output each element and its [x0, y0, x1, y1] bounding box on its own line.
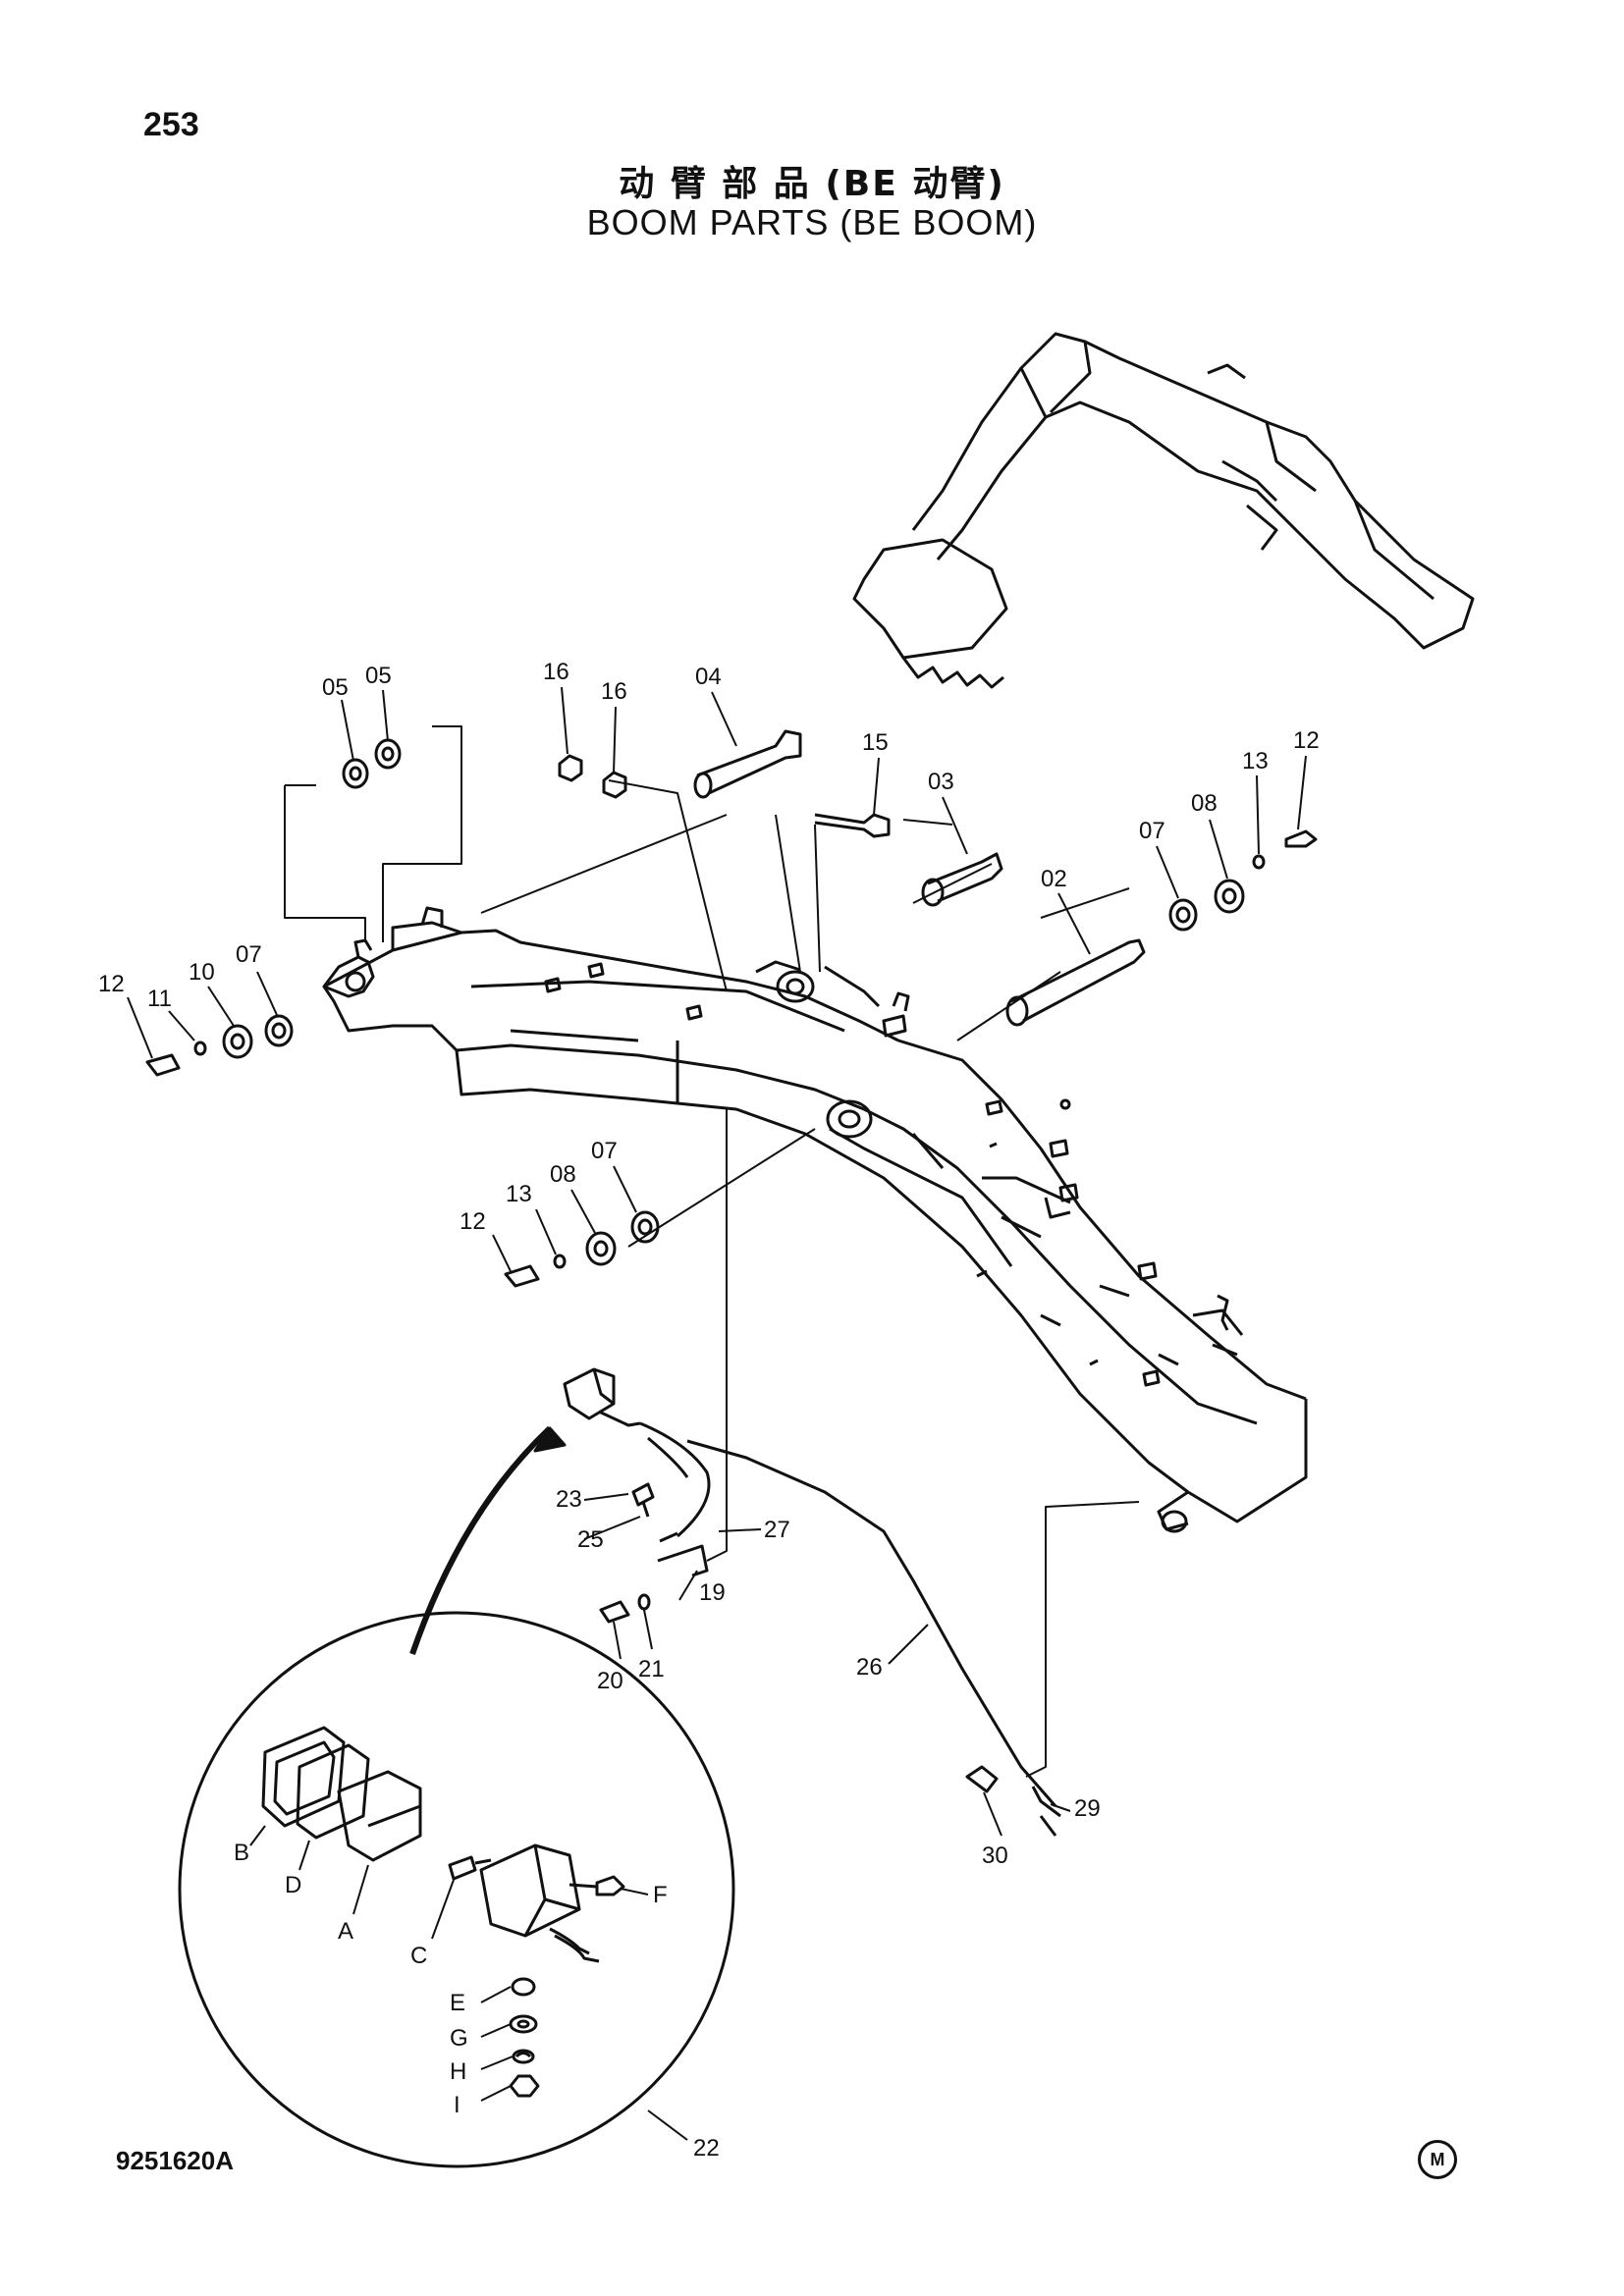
- callout-D: D: [285, 1872, 301, 1898]
- callout-E: E: [450, 1990, 465, 2016]
- title-english: BOOM PARTS (BE BOOM): [586, 202, 1038, 242]
- callout-25: 25: [577, 1526, 604, 1553]
- callout-03: 03: [928, 769, 954, 795]
- title-chinese: 动 臂 部 品 (BE 动臂): [619, 164, 1005, 204]
- page-number: 253: [143, 106, 199, 143]
- callout-10: 10: [189, 959, 215, 986]
- excavator-inset-drawing: [852, 332, 1475, 689]
- drawing-number: 9251620A: [116, 2146, 234, 2175]
- callout-23: 23: [556, 1486, 582, 1513]
- callout-C: C: [410, 1943, 427, 1969]
- callout-29: 29: [1074, 1795, 1101, 1822]
- alignment-lines: [284, 725, 1140, 1778]
- callout-F: F: [653, 1882, 668, 1908]
- callout-08b: 08: [550, 1161, 576, 1188]
- callout-05b: 05: [365, 663, 392, 689]
- callout-07c: 07: [591, 1138, 618, 1164]
- callout-12c: 12: [460, 1208, 486, 1235]
- callout-02: 02: [1041, 866, 1067, 892]
- callout-27: 27: [764, 1517, 790, 1543]
- work-light-drawing: [409, 1367, 1061, 1837]
- callout-A: A: [338, 1918, 353, 1945]
- callout-08a: 08: [1191, 790, 1218, 817]
- callout-16b: 16: [601, 678, 627, 705]
- callout-13b: 13: [506, 1181, 532, 1207]
- callout-05a: 05: [322, 674, 349, 701]
- callout-15: 15: [862, 729, 889, 756]
- callout-leaders: [127, 686, 1307, 1837]
- callout-12b: 12: [98, 971, 125, 997]
- corner-mark-icon: M: [1418, 2140, 1457, 2179]
- callout-G: G: [450, 2025, 468, 2052]
- callout-13a: 13: [1242, 748, 1269, 774]
- detail-circle-22: [178, 1611, 735, 2168]
- callout-20: 20: [597, 1668, 623, 1694]
- callout-H: H: [450, 2058, 466, 2085]
- callout-07b: 07: [236, 941, 262, 968]
- callout-21: 21: [638, 1656, 665, 1682]
- callout-B: B: [234, 1840, 249, 1866]
- callout-22: 22: [693, 2135, 720, 2162]
- callout-I: I: [454, 2092, 460, 2118]
- callout-07a: 07: [1139, 818, 1165, 844]
- callout-11: 11: [147, 986, 172, 1012]
- callout-30: 30: [982, 1842, 1008, 1869]
- callout-19: 19: [699, 1579, 726, 1606]
- callout-16a: 16: [543, 659, 569, 685]
- callout-26: 26: [856, 1654, 883, 1681]
- boom-body-drawing: [322, 906, 1308, 1533]
- callout-04: 04: [695, 664, 722, 690]
- callout-labels: 05 05 16 16 04 15 03 02 07 08 13 12 07 1…: [98, 659, 1320, 2162]
- callout-12a: 12: [1293, 727, 1320, 754]
